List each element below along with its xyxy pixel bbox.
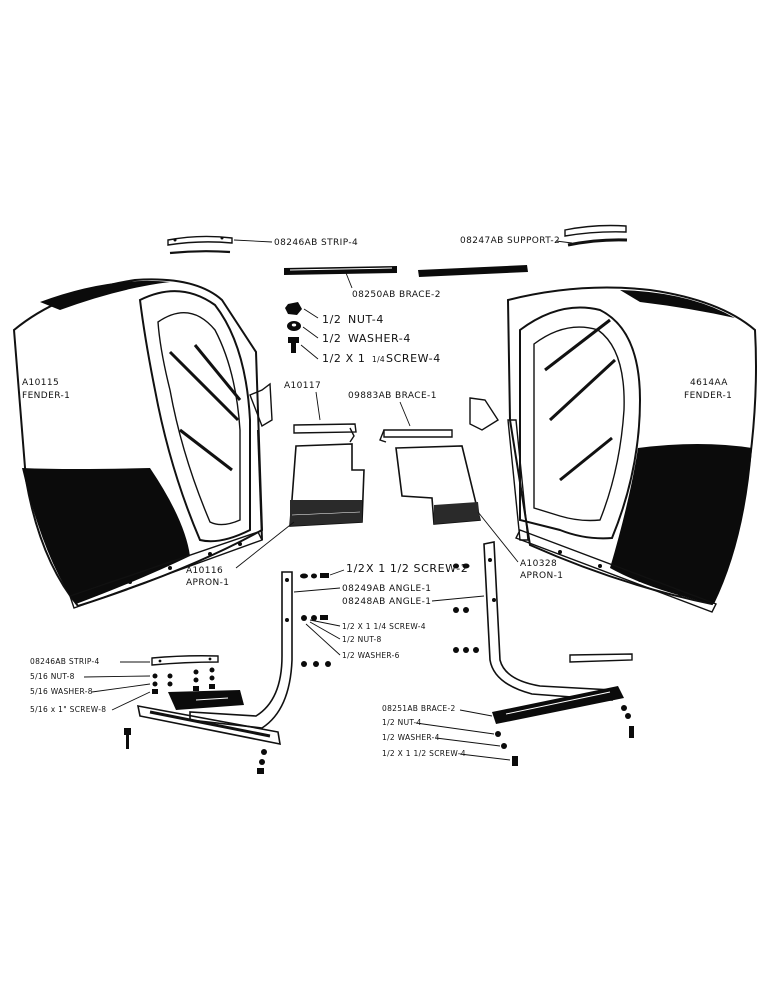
label-apron-left-num: A10116	[186, 566, 223, 576]
washer-icon	[287, 321, 301, 331]
label-screw-516: 5/16 x 1" SCREW-8	[30, 705, 106, 714]
label-apron-right-name: APRON-1	[520, 571, 563, 581]
leader-nut-bottom	[415, 722, 495, 735]
leader-apron-right	[477, 511, 519, 563]
brace-part-mid	[379, 429, 453, 443]
label-washer-bottom: 1/2 WASHER-4	[382, 733, 440, 742]
strip-plate-left	[168, 690, 244, 710]
label-washer-small: 1/2 WASHER-6	[342, 651, 400, 660]
label-angle-b: 08248AB ANGLE-1	[342, 597, 431, 607]
leader-screw-mid	[329, 569, 345, 576]
label-fender-right-name: FENDER-1	[684, 391, 732, 401]
label-brace-bottom: 08251AB BRACE-2	[382, 704, 456, 713]
leader-brace-bottom	[459, 709, 493, 717]
leader-washer-top	[302, 326, 319, 339]
plate-part-left	[293, 423, 357, 443]
leader-nut-516	[83, 675, 151, 678]
label-angle-a: 08249AB ANGLE-1	[342, 584, 431, 594]
label-screw-top: SCREW-4	[386, 352, 441, 365]
leader-strip-top	[233, 239, 273, 243]
label-nut-top-size: 1/2	[322, 313, 342, 326]
label-nut-top: NUT-4	[348, 313, 384, 326]
label-screw-mid-size: 1/2	[346, 562, 366, 575]
label-brace-top: 08250AB BRACE-2	[352, 290, 441, 300]
label-screw-mid: X 1 1/2 SCREW-2	[366, 562, 468, 575]
label-washer-top-size: 1/2	[322, 332, 342, 345]
leader-screw-small	[309, 619, 341, 627]
leader-plate-left	[315, 391, 321, 421]
support-part-top	[564, 224, 628, 247]
screw-row-mid	[300, 563, 470, 579]
label-nut-516: 5/16 NUT-8	[30, 672, 75, 681]
leader-nut-small	[309, 621, 341, 640]
label-apron-right-num: A10328	[520, 559, 557, 569]
strip-part-bottom	[151, 655, 219, 666]
leader-nut-top	[303, 308, 319, 319]
label-fender-left-num: A10115	[22, 378, 59, 388]
label-apron-left-name: APRON-1	[186, 578, 229, 588]
leader-apron-left	[235, 521, 295, 569]
label-strip-bottom: 08246AB STRIP-4	[30, 657, 100, 666]
leader-screw-bottom	[459, 753, 511, 761]
label-screw-top-size: 1/2 X 1	[322, 352, 365, 365]
fender-left	[12, 278, 273, 609]
leader-washer-bottom	[435, 737, 501, 747]
label-nut-small: 1/2 NUT-8	[342, 635, 382, 644]
fender-right	[469, 286, 757, 613]
bolts-bottom-right	[495, 705, 634, 766]
leader-screw-516	[111, 691, 151, 711]
leader-support-top	[555, 240, 573, 244]
bolts-bottom-left	[124, 728, 267, 774]
leader-washer-small	[305, 623, 341, 656]
label-washer-516: 5/16 WASHER-8	[30, 687, 93, 696]
apron-left	[289, 443, 365, 527]
leader-angle-a	[293, 587, 341, 593]
leader-brace-mid	[399, 401, 411, 427]
label-fender-right-num: 4614AA	[690, 378, 728, 388]
label-support-top: 08247AB SUPPORT-2	[460, 236, 560, 246]
leader-brace-top	[345, 272, 353, 289]
hardware-516	[152, 667, 215, 694]
brace-part-bottom-left	[136, 704, 281, 746]
label-screw-small: 1/2 X 1 1/4 SCREW-4	[342, 622, 426, 631]
strip-part-bottom-right	[569, 653, 633, 663]
label-screw-bottom: 1/2 X 1 1/2 SCREW-4	[382, 749, 466, 758]
leader-washer-516	[91, 683, 151, 693]
small-hardware-mid	[301, 607, 479, 667]
leader-angle-b	[431, 595, 485, 602]
label-plate-left: A10117	[284, 381, 321, 391]
brace-part-top	[284, 265, 528, 277]
label-washer-top: WASHER-4	[348, 332, 411, 345]
brace-part-bottom-right	[492, 686, 624, 724]
label-screw-top-frac: 1/4	[372, 355, 385, 364]
label-strip-top: 08246AB STRIP-4	[274, 238, 358, 248]
label-brace-mid: 09883AB BRACE-1	[348, 391, 437, 401]
leader-screw-top	[300, 344, 319, 360]
label-nut-bottom: 1/2 NUT-4	[382, 718, 422, 727]
screw-icon	[288, 337, 299, 353]
label-fender-left-name: FENDER-1	[22, 391, 70, 401]
strip-part-top	[167, 235, 233, 255]
apron-right	[395, 445, 481, 525]
hex-nut-icon	[285, 302, 302, 315]
